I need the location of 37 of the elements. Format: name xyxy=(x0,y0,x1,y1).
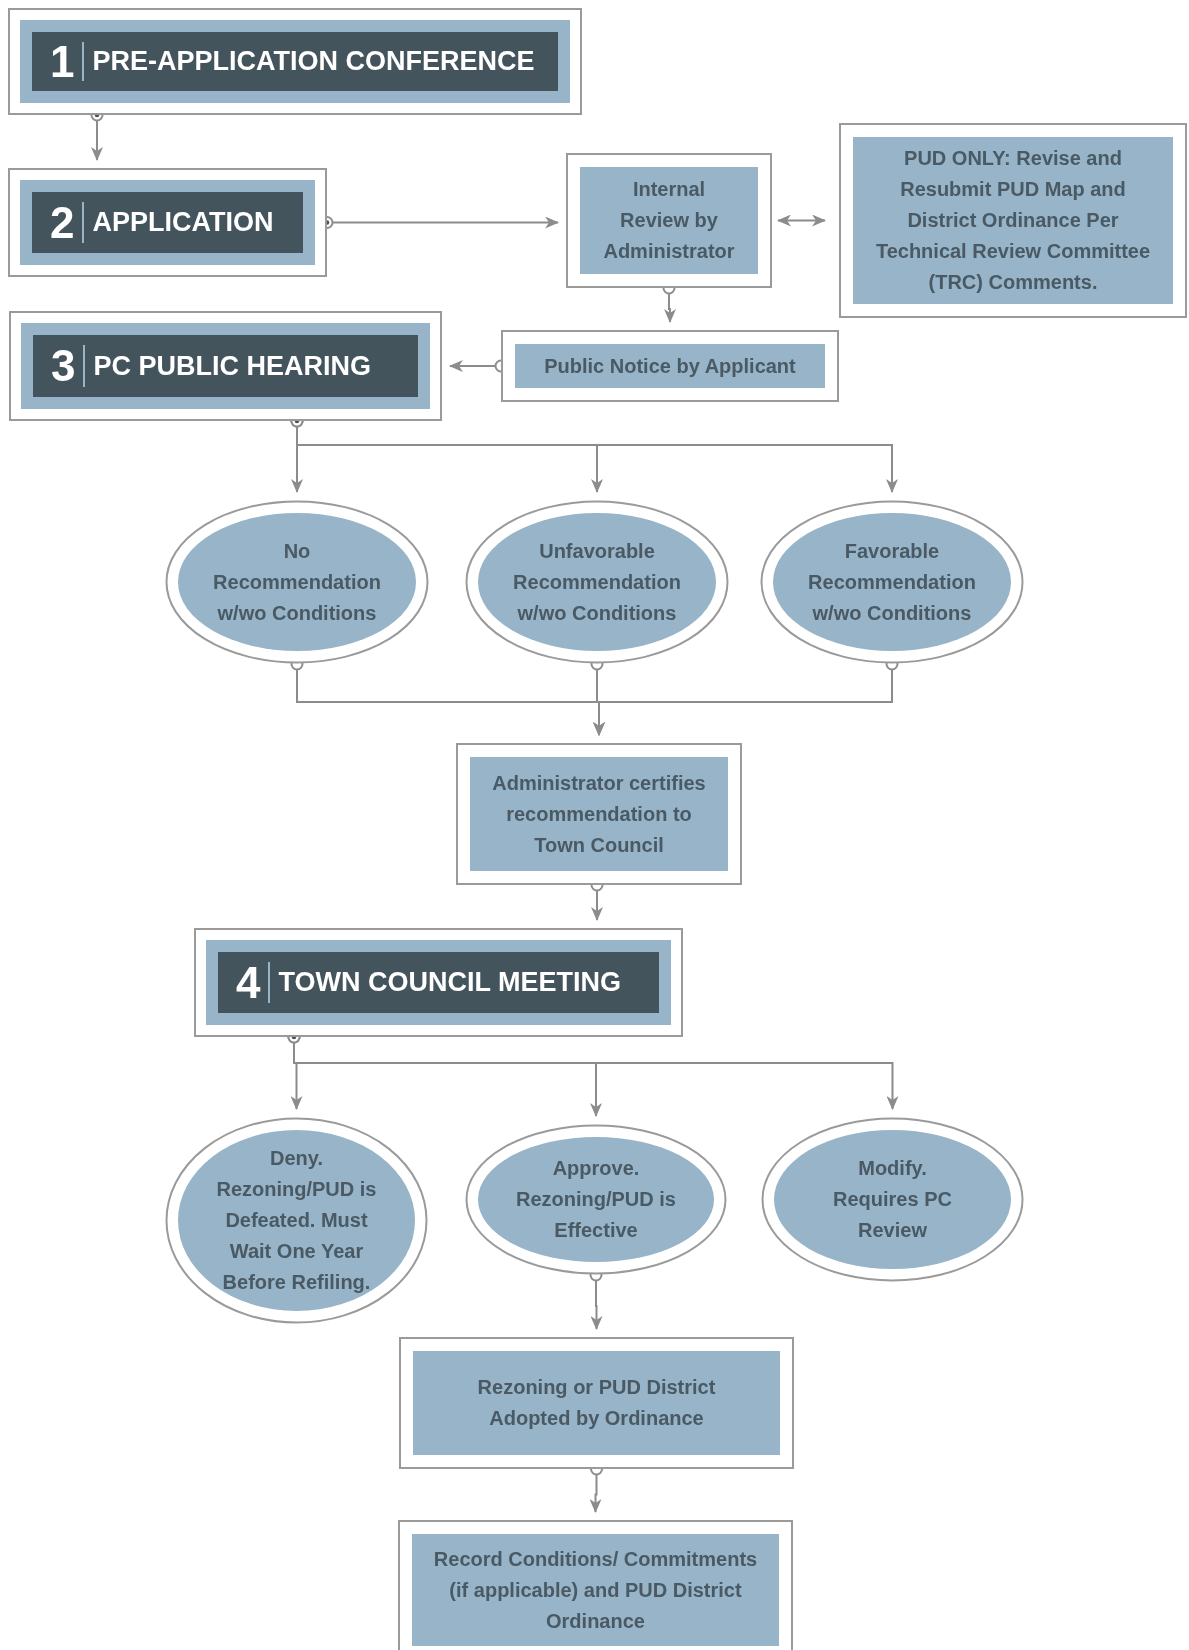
step-box xyxy=(8,8,582,115)
connector-arrow xyxy=(777,214,826,227)
step-number: 1 xyxy=(50,39,75,84)
step-number: 4 xyxy=(236,960,261,1005)
step-box xyxy=(9,311,442,421)
outcome-ellipse xyxy=(465,500,729,664)
node-text: Favorable Recommendation w/wo Conditions xyxy=(807,538,977,626)
process-box xyxy=(839,123,1187,318)
node-text: Public Notice by Applicant xyxy=(544,353,796,379)
outcome-ellipse xyxy=(465,1124,727,1275)
outcome-ellipse xyxy=(165,500,429,664)
step-title: PRE-APPLICATION CONFERENCE xyxy=(92,46,535,77)
node-text: Unfavorable Recommendation w/wo Conditions xyxy=(512,538,682,626)
process-box xyxy=(456,743,742,885)
node-text: Modify. Requires PC Review xyxy=(832,1156,953,1243)
process-box xyxy=(399,1337,794,1469)
outcome-ellipse xyxy=(165,1117,428,1324)
outcome-ellipse xyxy=(761,1117,1024,1282)
step-title: PC PUBLIC HEARING xyxy=(93,350,371,382)
process-box xyxy=(398,1520,793,1650)
node-text: PUD ONLY: Revise and Resubmit PUD Map and District Ordinance Per Technical Review Committee (TRC) Comments. xyxy=(874,146,1152,295)
step-number: 3 xyxy=(51,344,76,388)
step-number: 2 xyxy=(50,200,75,245)
node-text: Internal Review by Administrator xyxy=(602,177,736,264)
step-title: APPLICATION xyxy=(92,207,274,238)
step-box xyxy=(194,928,683,1037)
step-title: TOWN COUNCIL MEETING xyxy=(278,967,621,998)
outcome-ellipse xyxy=(760,500,1024,664)
node-text: Administrator certifies recommendation to Town Council xyxy=(491,770,707,858)
node-text: Deny. Rezoning/PUD is Defeated. Must Wait One Year Before Refiling. xyxy=(215,1146,378,1295)
node-text: No Recommendation w/wo Conditions xyxy=(212,538,382,626)
node-text: Approve. Rezoning/PUD is Effective xyxy=(515,1156,677,1243)
step-box xyxy=(8,168,327,277)
process-box xyxy=(566,153,772,288)
node-text: Rezoning or PUD District Adopted by Ordinance xyxy=(476,1375,717,1431)
process-box xyxy=(501,330,839,402)
node-text: Record Conditions/ Commitments (if applicable) and PUD District Ordinance xyxy=(432,1546,759,1634)
